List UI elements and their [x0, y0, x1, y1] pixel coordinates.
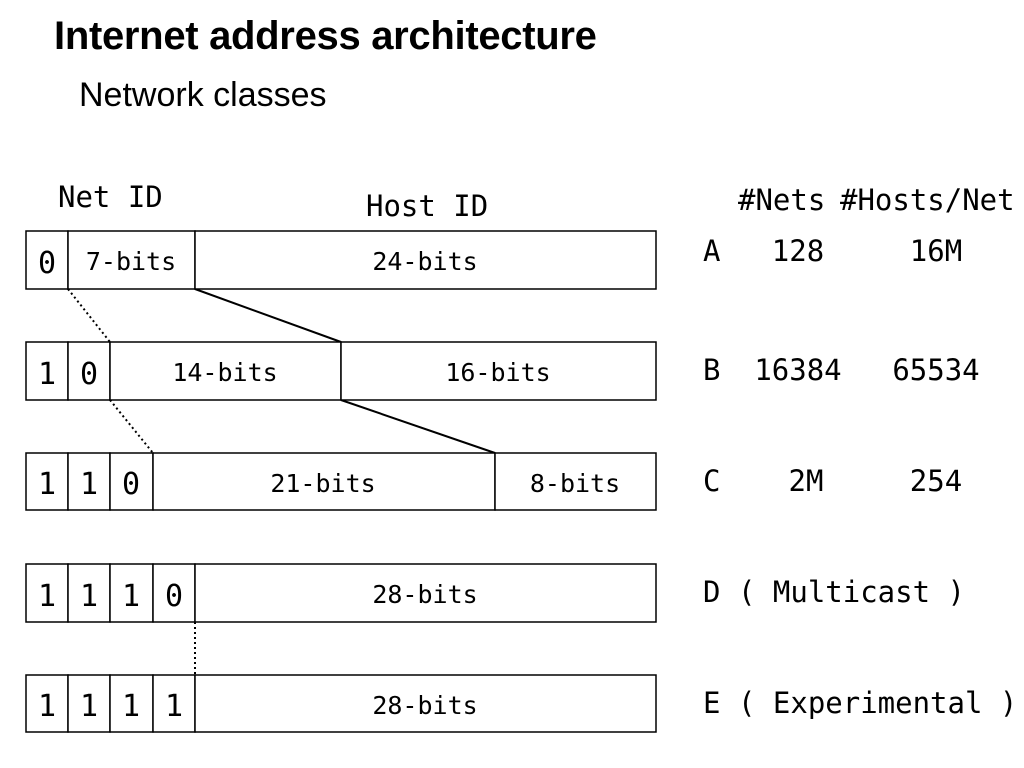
class-b-row: 1 0 14-bits 16-bits B 16384 65534: [25, 341, 980, 401]
nets-value: 16384: [754, 353, 841, 387]
net-field-label: 21-bits: [270, 469, 375, 498]
bit-value: 1: [38, 579, 56, 614]
bit-value: 1: [80, 467, 98, 502]
class-letter: D: [703, 575, 720, 609]
class-note: ( Experimental ): [738, 686, 1017, 720]
bit-value: 1: [80, 689, 98, 724]
host-field: [494, 452, 657, 511]
net-id-header: Net ID: [58, 180, 163, 214]
bit-cell: [152, 563, 196, 623]
bit-cell: [25, 452, 69, 511]
address-field: [194, 674, 657, 733]
bit-cell: [152, 674, 196, 733]
host-id-header: Host ID: [366, 189, 488, 223]
host-field-label: 8-bits: [530, 469, 620, 498]
nets-value: 2M: [789, 464, 824, 498]
class-note: ( Multicast ): [738, 575, 965, 609]
bit-cell: [67, 452, 111, 511]
connector-dotted-a-b: [67, 288, 111, 343]
connector-solid-a-b: [194, 288, 342, 343]
address-field-label: 28-bits: [372, 580, 477, 609]
bit-cell: [67, 563, 111, 623]
host-field-label: 24-bits: [372, 247, 477, 276]
class-letter: C: [703, 464, 720, 498]
address-field-label: 28-bits: [372, 691, 477, 720]
host-field-label: 16-bits: [445, 358, 550, 387]
hosts-value: 65534: [892, 353, 979, 387]
bit-value: 1: [80, 579, 98, 614]
bit-value: 0: [80, 357, 98, 392]
nets-header: #Nets: [738, 183, 825, 217]
net-field-label: 14-bits: [172, 358, 277, 387]
bit-cell: [25, 230, 69, 290]
connector-lines: [67, 288, 496, 675]
class-letter: E: [703, 686, 720, 720]
hosts-value: 254: [910, 464, 962, 498]
bit-cell: [25, 563, 69, 623]
nets-value: 128: [772, 234, 824, 268]
bit-value: 0: [38, 246, 56, 281]
net-field: [152, 452, 496, 511]
hosts-per-net-header: #Hosts/Net: [840, 183, 1015, 217]
net-field-label: 7-bits: [86, 247, 176, 276]
class-a-row: 0 7-bits 24-bits A 128 16M: [25, 230, 962, 290]
bit-value: 1: [38, 467, 56, 502]
connector-solid-b-c: [340, 399, 496, 454]
class-e-row: 1 1 1 1 28-bits E ( Experimental ): [25, 674, 1017, 733]
bit-cell: [25, 674, 69, 733]
bit-value: 1: [165, 689, 183, 724]
host-field: [340, 341, 657, 401]
host-field: [194, 230, 657, 290]
bit-value: 1: [38, 357, 56, 392]
class-letter: A: [703, 234, 720, 268]
bit-cell: [67, 674, 111, 733]
slide-subtitle: Network classes: [79, 76, 327, 114]
connector-dotted-b-c: [109, 399, 154, 454]
bit-value: 1: [122, 579, 140, 614]
bit-value: 0: [165, 579, 183, 614]
slide-title: Internet address architecture: [54, 14, 597, 58]
class-c-row: 1 1 0 21-bits 8-bits C 2M 254: [25, 452, 962, 511]
bit-value: 0: [122, 467, 140, 502]
class-letter: B: [703, 353, 720, 387]
class-d-row: 1 1 1 0 28-bits D ( Multicast ): [25, 563, 965, 623]
bit-cell: [109, 563, 154, 623]
address-field: [194, 563, 657, 623]
bit-value: 1: [122, 689, 140, 724]
hosts-value: 16M: [910, 234, 962, 268]
bit-value: 1: [38, 689, 56, 724]
